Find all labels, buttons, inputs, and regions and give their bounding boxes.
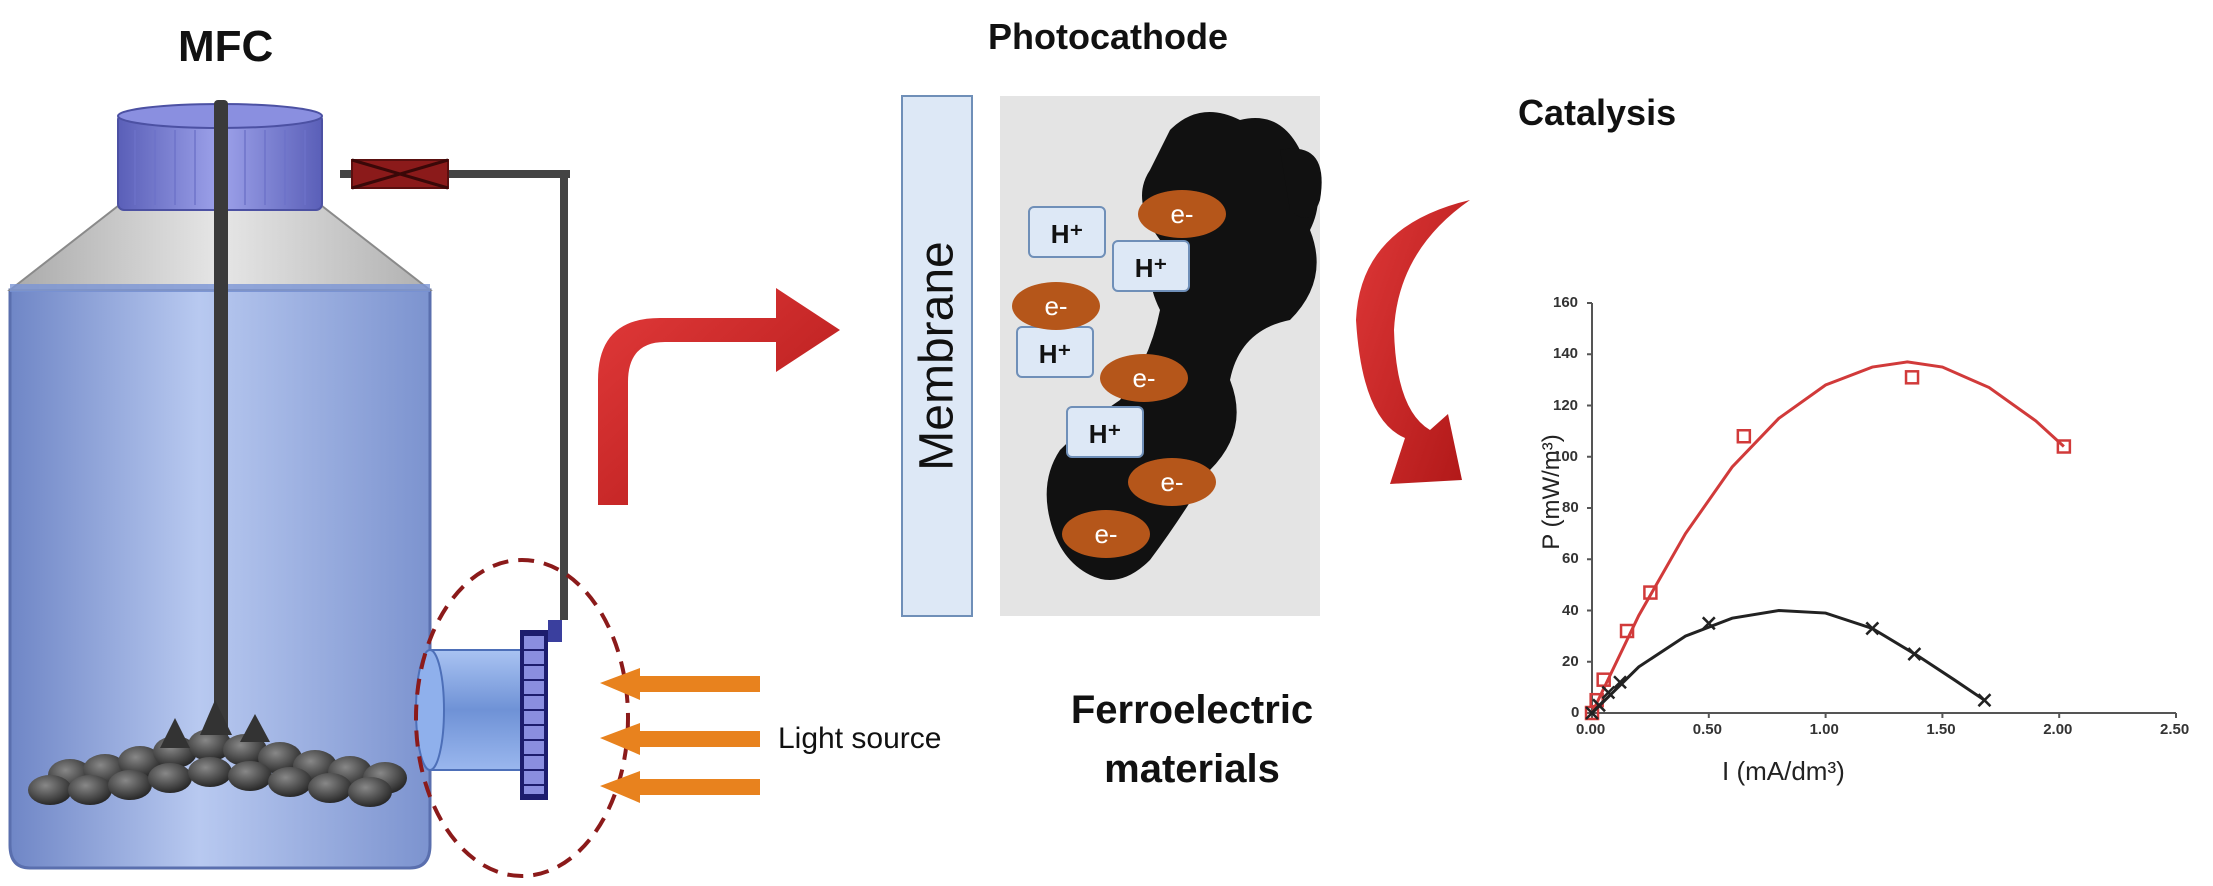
light-arrows — [600, 668, 760, 803]
y-tick-label: 60 — [1562, 550, 1579, 568]
light-source-label: Light source — [778, 722, 942, 755]
photocathode-module — [415, 620, 562, 800]
series-2-point — [1613, 675, 1627, 690]
electron-5: e- — [1062, 510, 1150, 558]
x-tick-label: 2.50 — [2160, 721, 2190, 738]
series-1-point — [1596, 672, 1611, 687]
series-2-point — [1592, 698, 1606, 713]
mfc-reactor — [7, 100, 630, 878]
series-2-point — [1907, 647, 1922, 661]
mfc-label: MFC — [178, 22, 274, 71]
series-2-point — [1865, 621, 1880, 636]
flow-arrow-2 — [1356, 152, 1470, 484]
series-1-point — [1643, 585, 1658, 600]
catalysis-label: Catalysis — [1518, 92, 1677, 133]
series-1-point — [1904, 370, 1920, 385]
x-tick-label: 0.50 — [1692, 721, 1722, 738]
y-tick-label: 80 — [1562, 499, 1579, 516]
x-tick-label: 1.00 — [1809, 721, 1839, 738]
series-2-point — [1977, 693, 1992, 708]
ferroelectric-line-1: Ferroelectric — [1070, 688, 1314, 732]
membrane-bar — [901, 95, 973, 617]
x-axis-label: I (mA/dm³) — [1722, 756, 1845, 786]
series-2-point — [1701, 616, 1716, 631]
h-plus-3: H⁺ — [1016, 326, 1094, 378]
y-tick-label: 20 — [1562, 652, 1579, 670]
h-plus-1: H⁺ — [1028, 206, 1106, 258]
y-tick-label: 140 — [1553, 345, 1579, 363]
ferroelectric-label: Ferroelectric materials — [1042, 688, 1342, 792]
electron-3: e- — [1100, 354, 1188, 402]
electron-2: e- — [1012, 282, 1100, 330]
series-1-point — [1736, 429, 1752, 444]
photocathode-label: Photocathode — [988, 16, 1228, 57]
resistor — [351, 158, 449, 190]
membrane-label: Membrane — [910, 241, 964, 471]
pi-chart — [1584, 302, 2177, 721]
series-2-point — [1601, 685, 1616, 700]
y-tick-label: 160 — [1553, 294, 1579, 311]
series-1-fit-line — [1590, 360, 2065, 714]
h-plus-2: H⁺ — [1112, 240, 1190, 292]
photocathode-panel — [901, 95, 1322, 617]
series-1-point — [2056, 439, 2072, 454]
x-tick-label: 2.00 — [2043, 721, 2073, 738]
electron-1: e- — [1138, 190, 1226, 238]
ferroelectric-particles — [1046, 112, 1318, 580]
h-plus-4: H⁺ — [1066, 406, 1144, 458]
highlight-circle — [414, 558, 630, 878]
pebble-bed — [28, 700, 407, 807]
y-tick-label: 100 — [1553, 447, 1579, 465]
flow-arrow-1 — [598, 288, 840, 505]
electron-4: e- — [1128, 458, 1216, 506]
series-1-point — [1619, 623, 1635, 639]
y-tick-label: 40 — [1562, 601, 1579, 619]
ferroelectric-line-2: materials — [1104, 747, 1280, 791]
y-tick-label: 0 — [1571, 704, 1580, 721]
x-tick-label: 0.00 — [1576, 721, 1606, 738]
x-tick-label: 1.50 — [1926, 721, 1956, 738]
y-tick-label: 120 — [1553, 396, 1579, 414]
series-2-fit-line — [1590, 608, 1986, 715]
